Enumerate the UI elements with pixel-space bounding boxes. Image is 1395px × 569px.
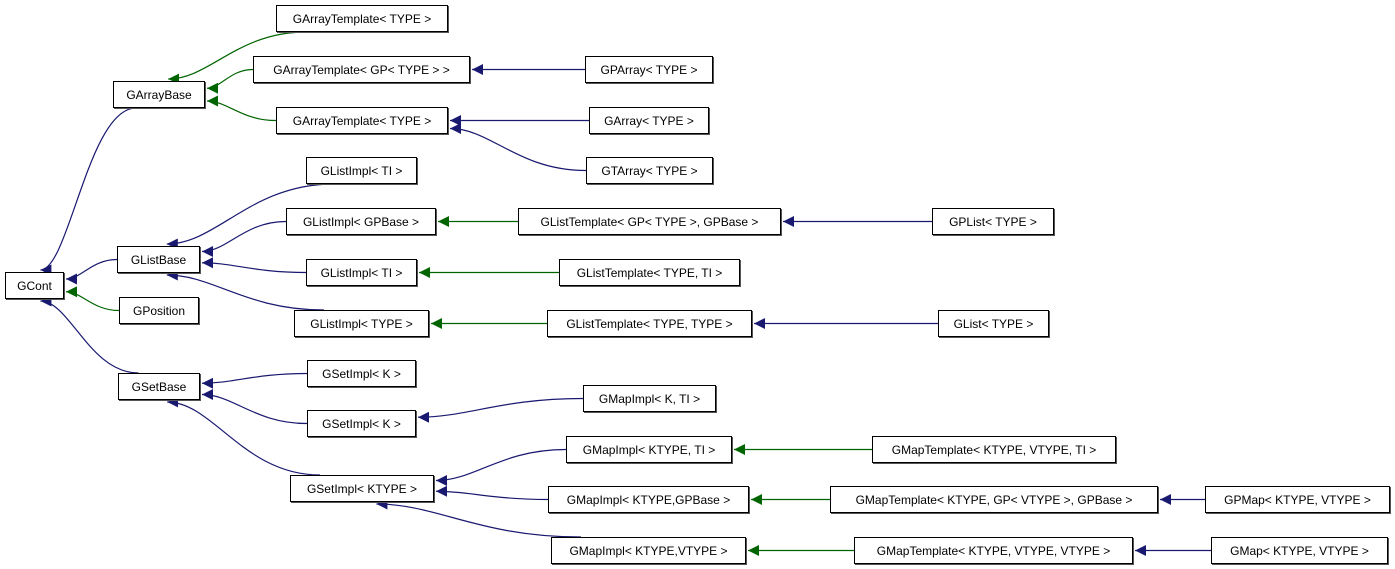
node-gparray[interactable]: GPArray< TYPE >: [585, 56, 713, 83]
node-glistimpl-ti-b[interactable]: GListImpl< TI >: [306, 259, 417, 286]
node-gsetimpl-k-a[interactable]: GSetImpl< K >: [307, 360, 416, 387]
node-gmaptemplate-gp[interactable]: GMapTemplate< KTYPE, GP< VTYPE >, GPBase…: [830, 486, 1158, 513]
node-glistimpl-type[interactable]: GListImpl< TYPE >: [294, 310, 429, 337]
edge-GMapImpl_KTYPE_VTYPE-to-GSetImpl_KTYPE: [376, 498, 582, 538]
edge-GArrayTemplate_TYPE_a-to-GArrayBase: [168, 31, 307, 85]
node-gmapimpl-ktype-ti[interactable]: GMapImpl< KTYPE, TI >: [566, 436, 732, 463]
edge-GListImpl_TI_a-to-GListBase: [166, 183, 334, 250]
edge-GMapImpl_KTYPE_TI-to-GSetImpl_KTYPE: [435, 448, 567, 486]
node-garraytemplate-gp[interactable]: GArrayTemplate< GP< TYPE > >: [253, 56, 470, 83]
node-gmaptemplate-vtype[interactable]: GMapTemplate< KTYPE, VTYPE, VTYPE >: [854, 537, 1133, 564]
edge-GSetBase-to-GCont: [40, 295, 139, 374]
edge-GArrayBase-to-GCont: [40, 107, 137, 276]
edge-GListImpl_GPBase-to-GListBase: [201, 220, 287, 257]
node-glisttemplate-type[interactable]: GListTemplate< TYPE, TYPE >: [547, 310, 752, 337]
node-glisttemplate-ti[interactable]: GListTemplate< TYPE, TI >: [559, 259, 740, 286]
node-glisttemplate-gp[interactable]: GListTemplate< GP< TYPE >, GPBase >: [518, 208, 781, 235]
node-gmapimpl-k-ti[interactable]: GMapImpl< K, TI >: [583, 385, 716, 412]
node-gmap[interactable]: GMap< KTYPE, VTYPE >: [1211, 537, 1388, 564]
node-gtarray[interactable]: GTArray< TYPE >: [586, 157, 713, 184]
edge-GArrayTemplate_GP-to-GArrayBase: [206, 68, 254, 94]
edge-GSetImpl_KTYPE-to-GSetBase: [167, 396, 321, 476]
node-garraybase[interactable]: GArrayBase: [113, 81, 205, 108]
node-gsetbase[interactable]: GSetBase: [118, 373, 200, 400]
edge-GArrayTemplate_TYPE_b-to-GArrayBase: [206, 95, 277, 122]
node-gplist[interactable]: GPList< TYPE >: [932, 208, 1054, 235]
edge-GSetImpl_K_a-to-GSetBase: [201, 372, 308, 389]
edge-GPosition-to-GCont: [65, 286, 120, 312]
node-gsetimpl-ktype[interactable]: GSetImpl< KTYPE >: [290, 475, 434, 502]
node-gsetimpl-k-b[interactable]: GSetImpl< K >: [307, 410, 416, 437]
edge-GMapImpl_KTYPE_GPBase-to-GSetImpl_KTYPE: [435, 485, 549, 501]
node-garraytemplate-type-b[interactable]: GArrayTemplate< TYPE >: [276, 107, 448, 134]
node-gmapimpl-ktype-vtype[interactable]: GMapImpl< KTYPE,VTYPE >: [551, 537, 746, 564]
edge-GTArray-to-GArrayTemplate_TYPE_b: [449, 123, 587, 172]
edge-GListImpl_TYPE-to-GListBase: [166, 269, 325, 311]
node-glistbase[interactable]: GListBase: [117, 246, 200, 273]
node-glistimpl-gpbase[interactable]: GListImpl< GPBase >: [286, 208, 436, 235]
node-garraytemplate-type-a[interactable]: GArrayTemplate< TYPE >: [276, 5, 448, 32]
node-gposition[interactable]: GPosition: [119, 297, 199, 324]
edge-GListImpl_TI_b-to-GListBase: [201, 257, 307, 274]
node-glistimpl-ti-a[interactable]: GListImpl< TI >: [306, 157, 417, 184]
edge-GSetImpl_K_b-to-GSetBase: [201, 389, 308, 425]
node-garray[interactable]: GArray< TYPE >: [589, 107, 709, 134]
node-gpmap[interactable]: GPMap< KTYPE, VTYPE >: [1205, 486, 1390, 513]
edge-GListBase-to-GCont: [65, 258, 118, 285]
node-gmapimpl-ktype-gpbase[interactable]: GMapImpl< KTYPE,GPBase >: [548, 486, 749, 513]
node-glist[interactable]: GList< TYPE >: [938, 310, 1049, 337]
edge-GMapImpl_K_TI-to-GSetImpl_K_b: [417, 397, 584, 423]
node-gcont[interactable]: GCont: [5, 272, 64, 299]
node-gmaptemplate-ti[interactable]: GMapTemplate< KTYPE, VTYPE, TI >: [872, 436, 1116, 463]
